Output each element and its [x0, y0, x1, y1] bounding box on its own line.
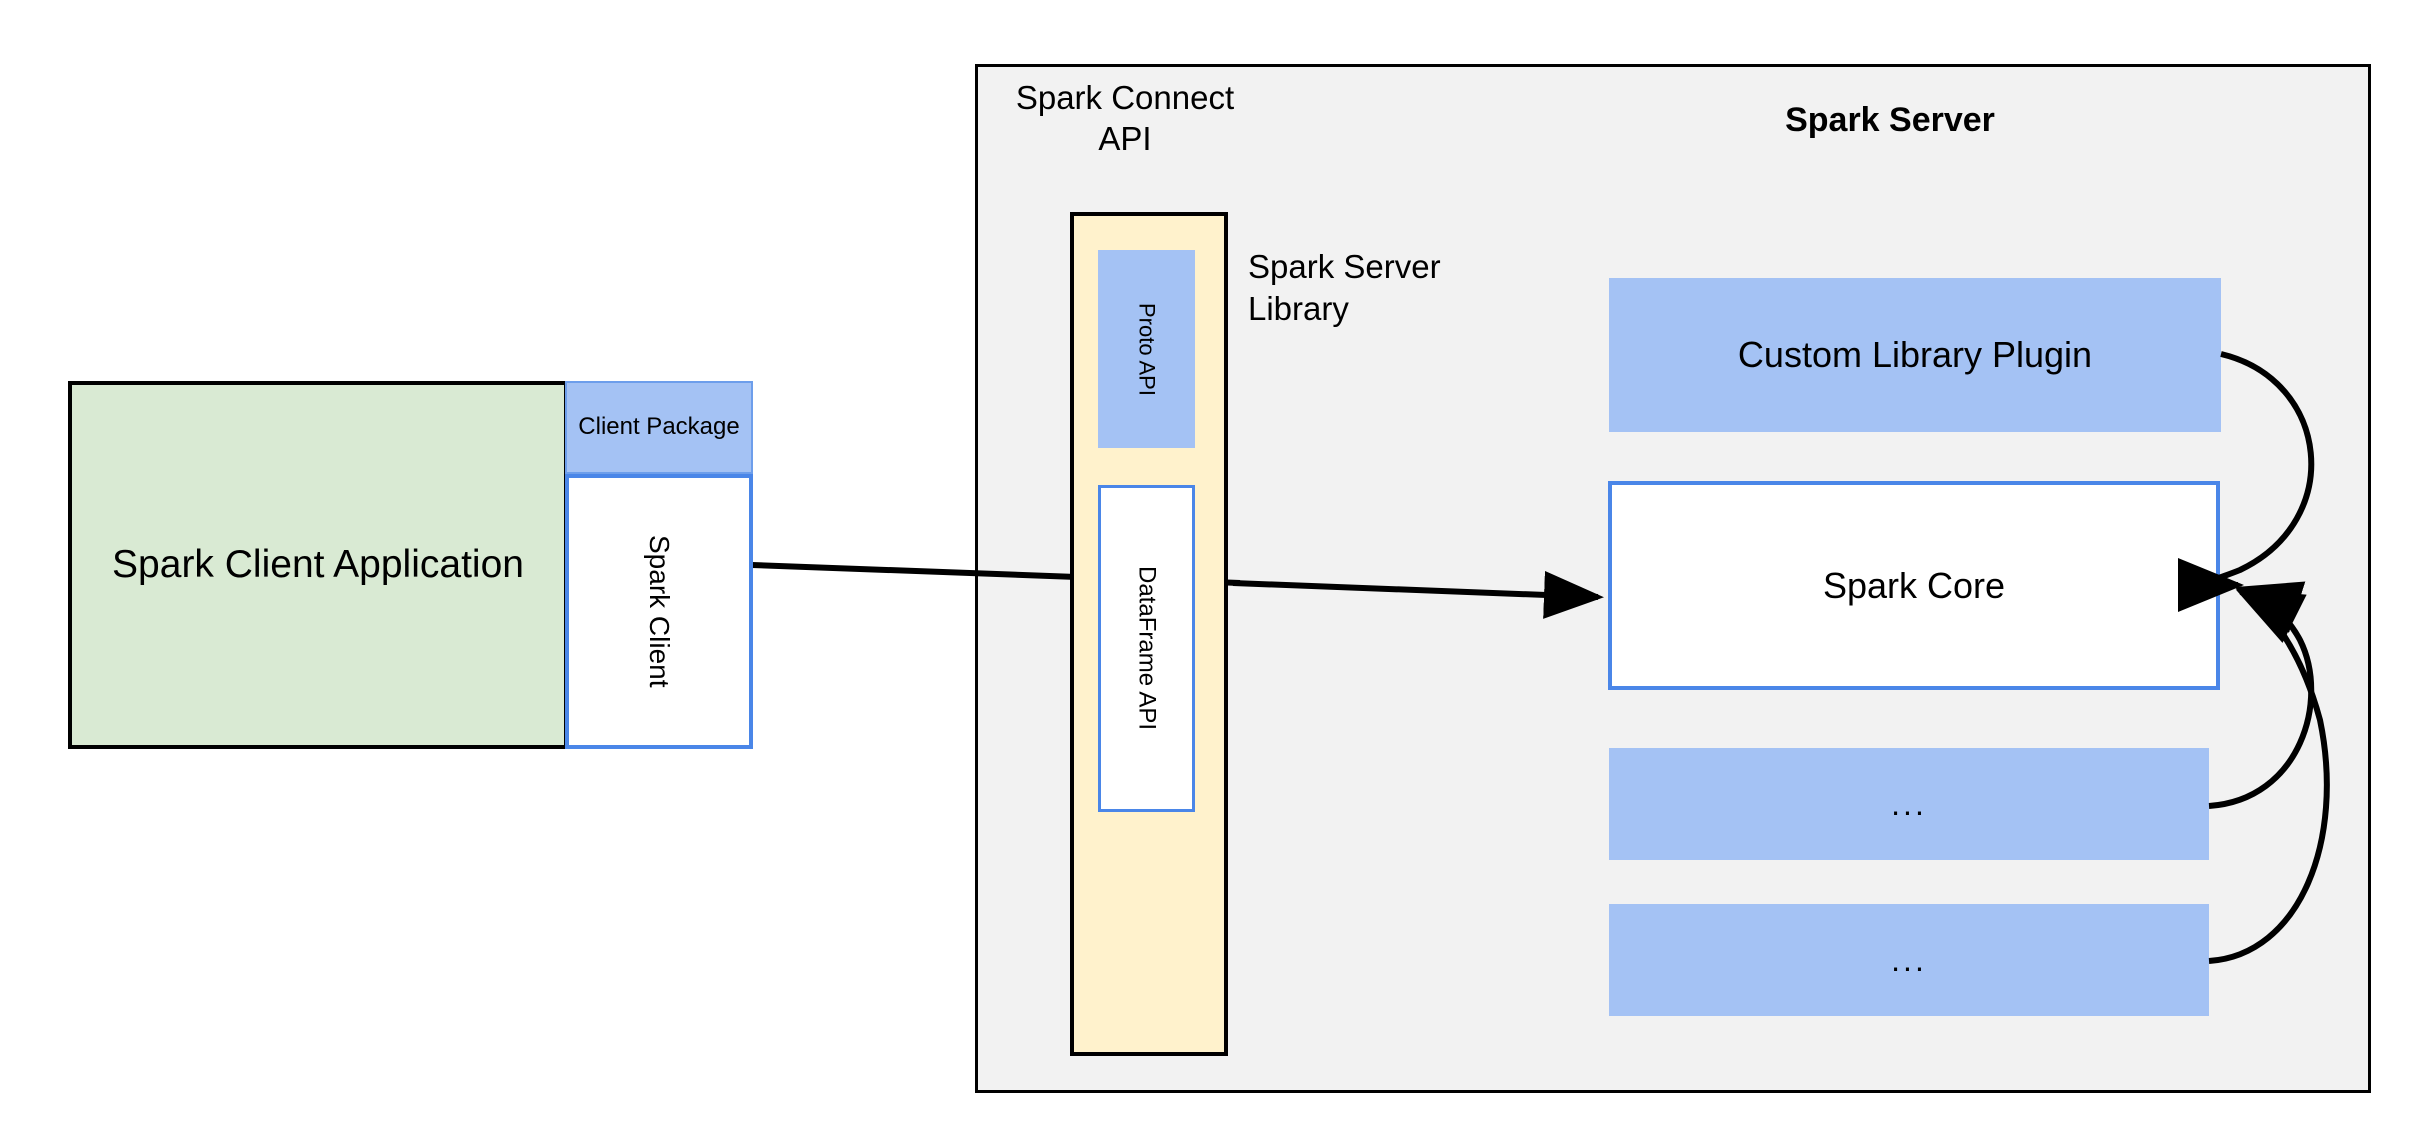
server-block-placeholder-1-label: ... [1891, 785, 1927, 822]
client-package-box[interactable]: Client Package [565, 381, 753, 474]
spark-connect-api-label: Spark Connect API [1015, 78, 1235, 157]
spark-client-box[interactable]: Spark Client [565, 474, 753, 749]
spark-client-label: Spark Client [644, 535, 675, 688]
spark-core-label: Spark Core [1822, 564, 2006, 606]
dataframe-api-label: DataFrame API [1133, 566, 1161, 731]
custom-library-plugin-label: Custom Library Plugin [1737, 334, 2093, 375]
spark-server-library-label: Spark Server Library [1248, 247, 1441, 327]
server-block-placeholder-2[interactable]: ... [1609, 904, 2209, 1016]
spark-client-application-box[interactable]: Spark Client Application [68, 381, 568, 749]
proto-api-box[interactable]: Proto API [1098, 250, 1195, 448]
custom-library-plugin-box[interactable]: Custom Library Plugin [1609, 278, 2221, 432]
server-block-placeholder-2-label: ... [1891, 941, 1927, 978]
spark-server-title: Spark Server [1785, 100, 1995, 139]
spark-client-application-label: Spark Client Application [112, 542, 524, 586]
spark-core-box[interactable]: Spark Core [1608, 481, 2220, 690]
dataframe-api-box[interactable]: DataFrame API [1098, 485, 1195, 812]
client-package-label: Client Package [578, 413, 740, 441]
proto-api-label: Proto API [1134, 302, 1160, 396]
server-block-placeholder-1[interactable]: ... [1609, 748, 2209, 860]
